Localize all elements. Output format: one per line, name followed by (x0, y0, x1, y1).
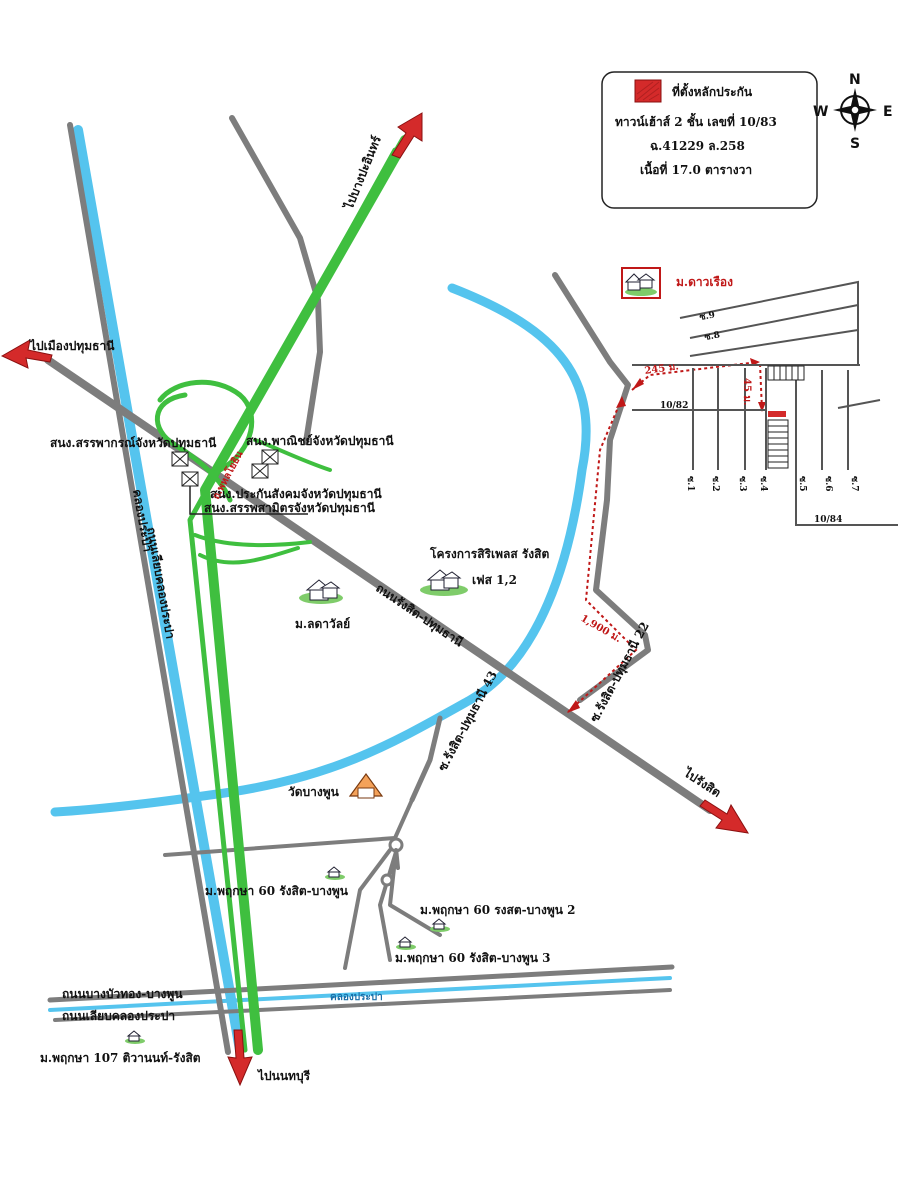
bottom-canal (48, 976, 672, 1012)
label-siriplace: โครงการสิริเพลส รังสิต (429, 546, 549, 561)
house-icons (125, 267, 661, 1044)
label-dist-245: 245 ม. (644, 361, 680, 377)
canal-side-road (67, 122, 231, 1055)
label-soi3: ซ.3 (737, 476, 747, 492)
canals (48, 125, 672, 1055)
legend-line3: เนื้อที่ 17.0 ตารางวา (640, 160, 752, 177)
label-social-security: สนง.ประกันสังคมจังหวัดปทุมธานี (210, 487, 382, 502)
house-icon-small (396, 936, 416, 950)
route-soi22 (567, 397, 638, 713)
pruksa-branch-3 (378, 850, 398, 962)
label-commerce-office: สนง.พาณิชย์จังหวัดปทุมธานี (246, 434, 394, 449)
interchange-loop-top (157, 379, 255, 473)
label-to-pathum: ไปเมืองปทุมธานี (28, 338, 115, 354)
label-excise-office: สนง.สรรพสามิตรจังหวัดปทุมธานี (204, 501, 376, 516)
office-icons (171, 449, 308, 515)
label-soi2: ซ.2 (710, 476, 720, 492)
legend-title: ที่ตั้งหลักประกัน (672, 82, 753, 99)
label-soi4: ซ.4 (758, 476, 768, 492)
compass-n: N (849, 72, 861, 88)
label-soi7: ซ.7 (849, 476, 859, 492)
label-bottom-canal: คลองประปา (330, 991, 383, 1003)
label-dist-45: 45 ม. (741, 378, 752, 405)
label-siriplace-phase: เฟส 1,2 (472, 573, 517, 587)
label-bottom-canal-road: ถนนเลียบคลองประปา (62, 1009, 175, 1023)
north-road (229, 115, 323, 445)
right-line (837, 399, 881, 409)
interchange-lower (193, 533, 312, 548)
compass-s: S (850, 136, 860, 152)
label-bangbuathong-road: ถนนบางบัวทอง-บางพูน (62, 987, 183, 1002)
compass-e: E (883, 104, 893, 120)
label-soi5: ซ.5 (797, 476, 807, 492)
pruksa-branch-2 (343, 848, 392, 970)
label-soi6: ซ.6 (823, 476, 833, 492)
arrow-to-pathum (0, 339, 53, 369)
soi9-line (679, 280, 859, 365)
soi8-line (689, 304, 859, 339)
interchange-loop-left (155, 392, 233, 503)
label-soi43: ซ.รังสิต-ปทุมธานี 43 (435, 669, 501, 774)
curved-canal (50, 283, 591, 817)
route-to-property (567, 361, 763, 713)
property-marker (768, 411, 786, 417)
soi22-road (552, 272, 651, 703)
house-icon-small (325, 866, 345, 880)
highway-main-2 (187, 147, 398, 1053)
label-soi9: ซ.9 (699, 310, 716, 323)
temple-icon (348, 772, 384, 799)
label-house-10-82: 10/82 (660, 401, 688, 411)
house-icon (299, 579, 343, 604)
house-icon-small (125, 1030, 145, 1044)
soi5-line (795, 370, 898, 526)
house-icon (420, 569, 468, 596)
label-pruksa107: ม.พฤกษา 107 ติวานนท์-รังสิต (40, 1051, 201, 1065)
rangsit-pathum-road (44, 356, 714, 814)
townhouse-rows (767, 365, 805, 469)
label-dao-rueang: ม.ดาวเรือง (676, 275, 733, 289)
label-pruksa60-3: ม.พฤกษา 60 รังสิต-บางพูน 3 (395, 951, 551, 966)
label-soi1: ซ.1 (685, 476, 695, 492)
label-wat-bangphun: วัดบางพูน (288, 785, 340, 800)
label-soi8: ซ.8 (704, 330, 721, 343)
bottom-canal-road (53, 988, 672, 1022)
house-icon-small (430, 918, 450, 932)
legend-line1: ทาวน์เฮ้าส์ 2 ชั้น เลขที่ 10/83 (615, 112, 777, 129)
subdivision-grid (632, 280, 898, 526)
legend-line2: ฉ.41229 ล.258 (650, 139, 745, 153)
label-to-bangpahan: ไปบางปะอินทร์ (340, 133, 384, 213)
arrow-to-bangpahan (391, 112, 423, 159)
label-pruksa60: ม.พฤกษา 60 รังสิต-บางพูน (205, 884, 349, 899)
soi8-line-2 (689, 329, 859, 357)
route-arrowheads (567, 358, 766, 713)
arrow-to-nonthaburi (227, 1029, 253, 1087)
prapa-canal (73, 125, 245, 1055)
compass-rose: N S E W (813, 72, 893, 152)
pruksa-branch-4 (388, 848, 442, 937)
bangbuathong-road (47, 964, 675, 1003)
soi43-road (409, 715, 443, 803)
legend-box: ที่ตั้งหลักประกัน ทาวน์เฮ้าส์ 2 ชั้น เลข… (601, 71, 818, 209)
interchange-ramp-right (253, 438, 332, 472)
interchange-lower-2 (198, 546, 300, 565)
compass-w: W (813, 104, 828, 120)
label-to-nonthaburi: ไปนนทบุรี (256, 1068, 311, 1084)
direction-arrows (0, 112, 749, 1087)
label-house-10-84: 10/84 (814, 515, 842, 525)
highway (155, 135, 410, 1055)
label-revenue-office: สนง.สรรพากรณ์จังหวัดปทุมธานี (50, 436, 217, 451)
label-pruksa60-2: ม.พฤกษา 60 รงสต-บางพูน 2 (420, 903, 576, 918)
arrow-to-rangsit (699, 799, 749, 834)
label-ladawan: ม.ลดาวัลย์ (295, 617, 350, 631)
house-icon-daorueang (621, 267, 661, 299)
